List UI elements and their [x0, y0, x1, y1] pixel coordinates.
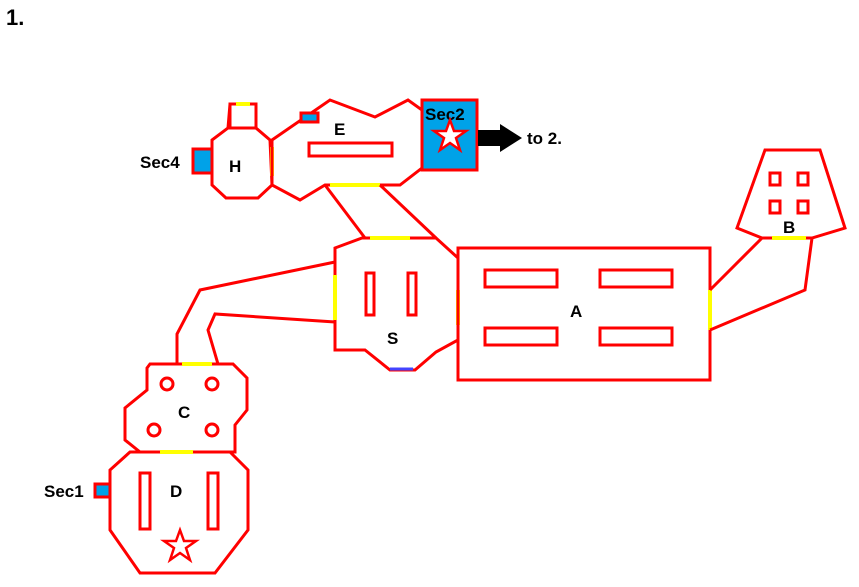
- room-label-s: S: [387, 329, 398, 348]
- secret-panel-sec1[interactable]: [93, 482, 112, 499]
- room-label-a: A: [570, 302, 582, 321]
- room-h: H Sec4: [140, 102, 274, 200]
- secret-room-sec2[interactable]: Sec2: [420, 98, 479, 172]
- room-label-e: E: [334, 120, 345, 139]
- exit-arrow[interactable]: to 2.: [478, 124, 562, 152]
- page-heading: 1.: [6, 5, 24, 30]
- room-e: E: [270, 98, 424, 202]
- room-label-c: C: [178, 403, 190, 422]
- secret-label-sec1: Sec1: [44, 482, 84, 501]
- room-a: A: [456, 246, 712, 382]
- room-d: D Sec1: [44, 450, 250, 575]
- room-b: B: [735, 148, 847, 240]
- secret-panel-sec4[interactable]: [191, 147, 214, 175]
- exit-label: to 2.: [527, 129, 562, 148]
- room-s: S: [333, 236, 460, 372]
- secret-label-sec2: Sec2: [425, 105, 465, 124]
- star-icon: [160, 526, 200, 564]
- room-label-h: H: [229, 157, 241, 176]
- arrow-right-icon: [478, 124, 522, 152]
- room-c: C: [123, 362, 249, 454]
- secret-panel-e[interactable]: [299, 111, 320, 124]
- secret-label-sec4: Sec4: [140, 153, 180, 172]
- star-icon: [430, 116, 470, 154]
- room-label-d: D: [170, 482, 182, 501]
- room-label-b: B: [783, 218, 795, 237]
